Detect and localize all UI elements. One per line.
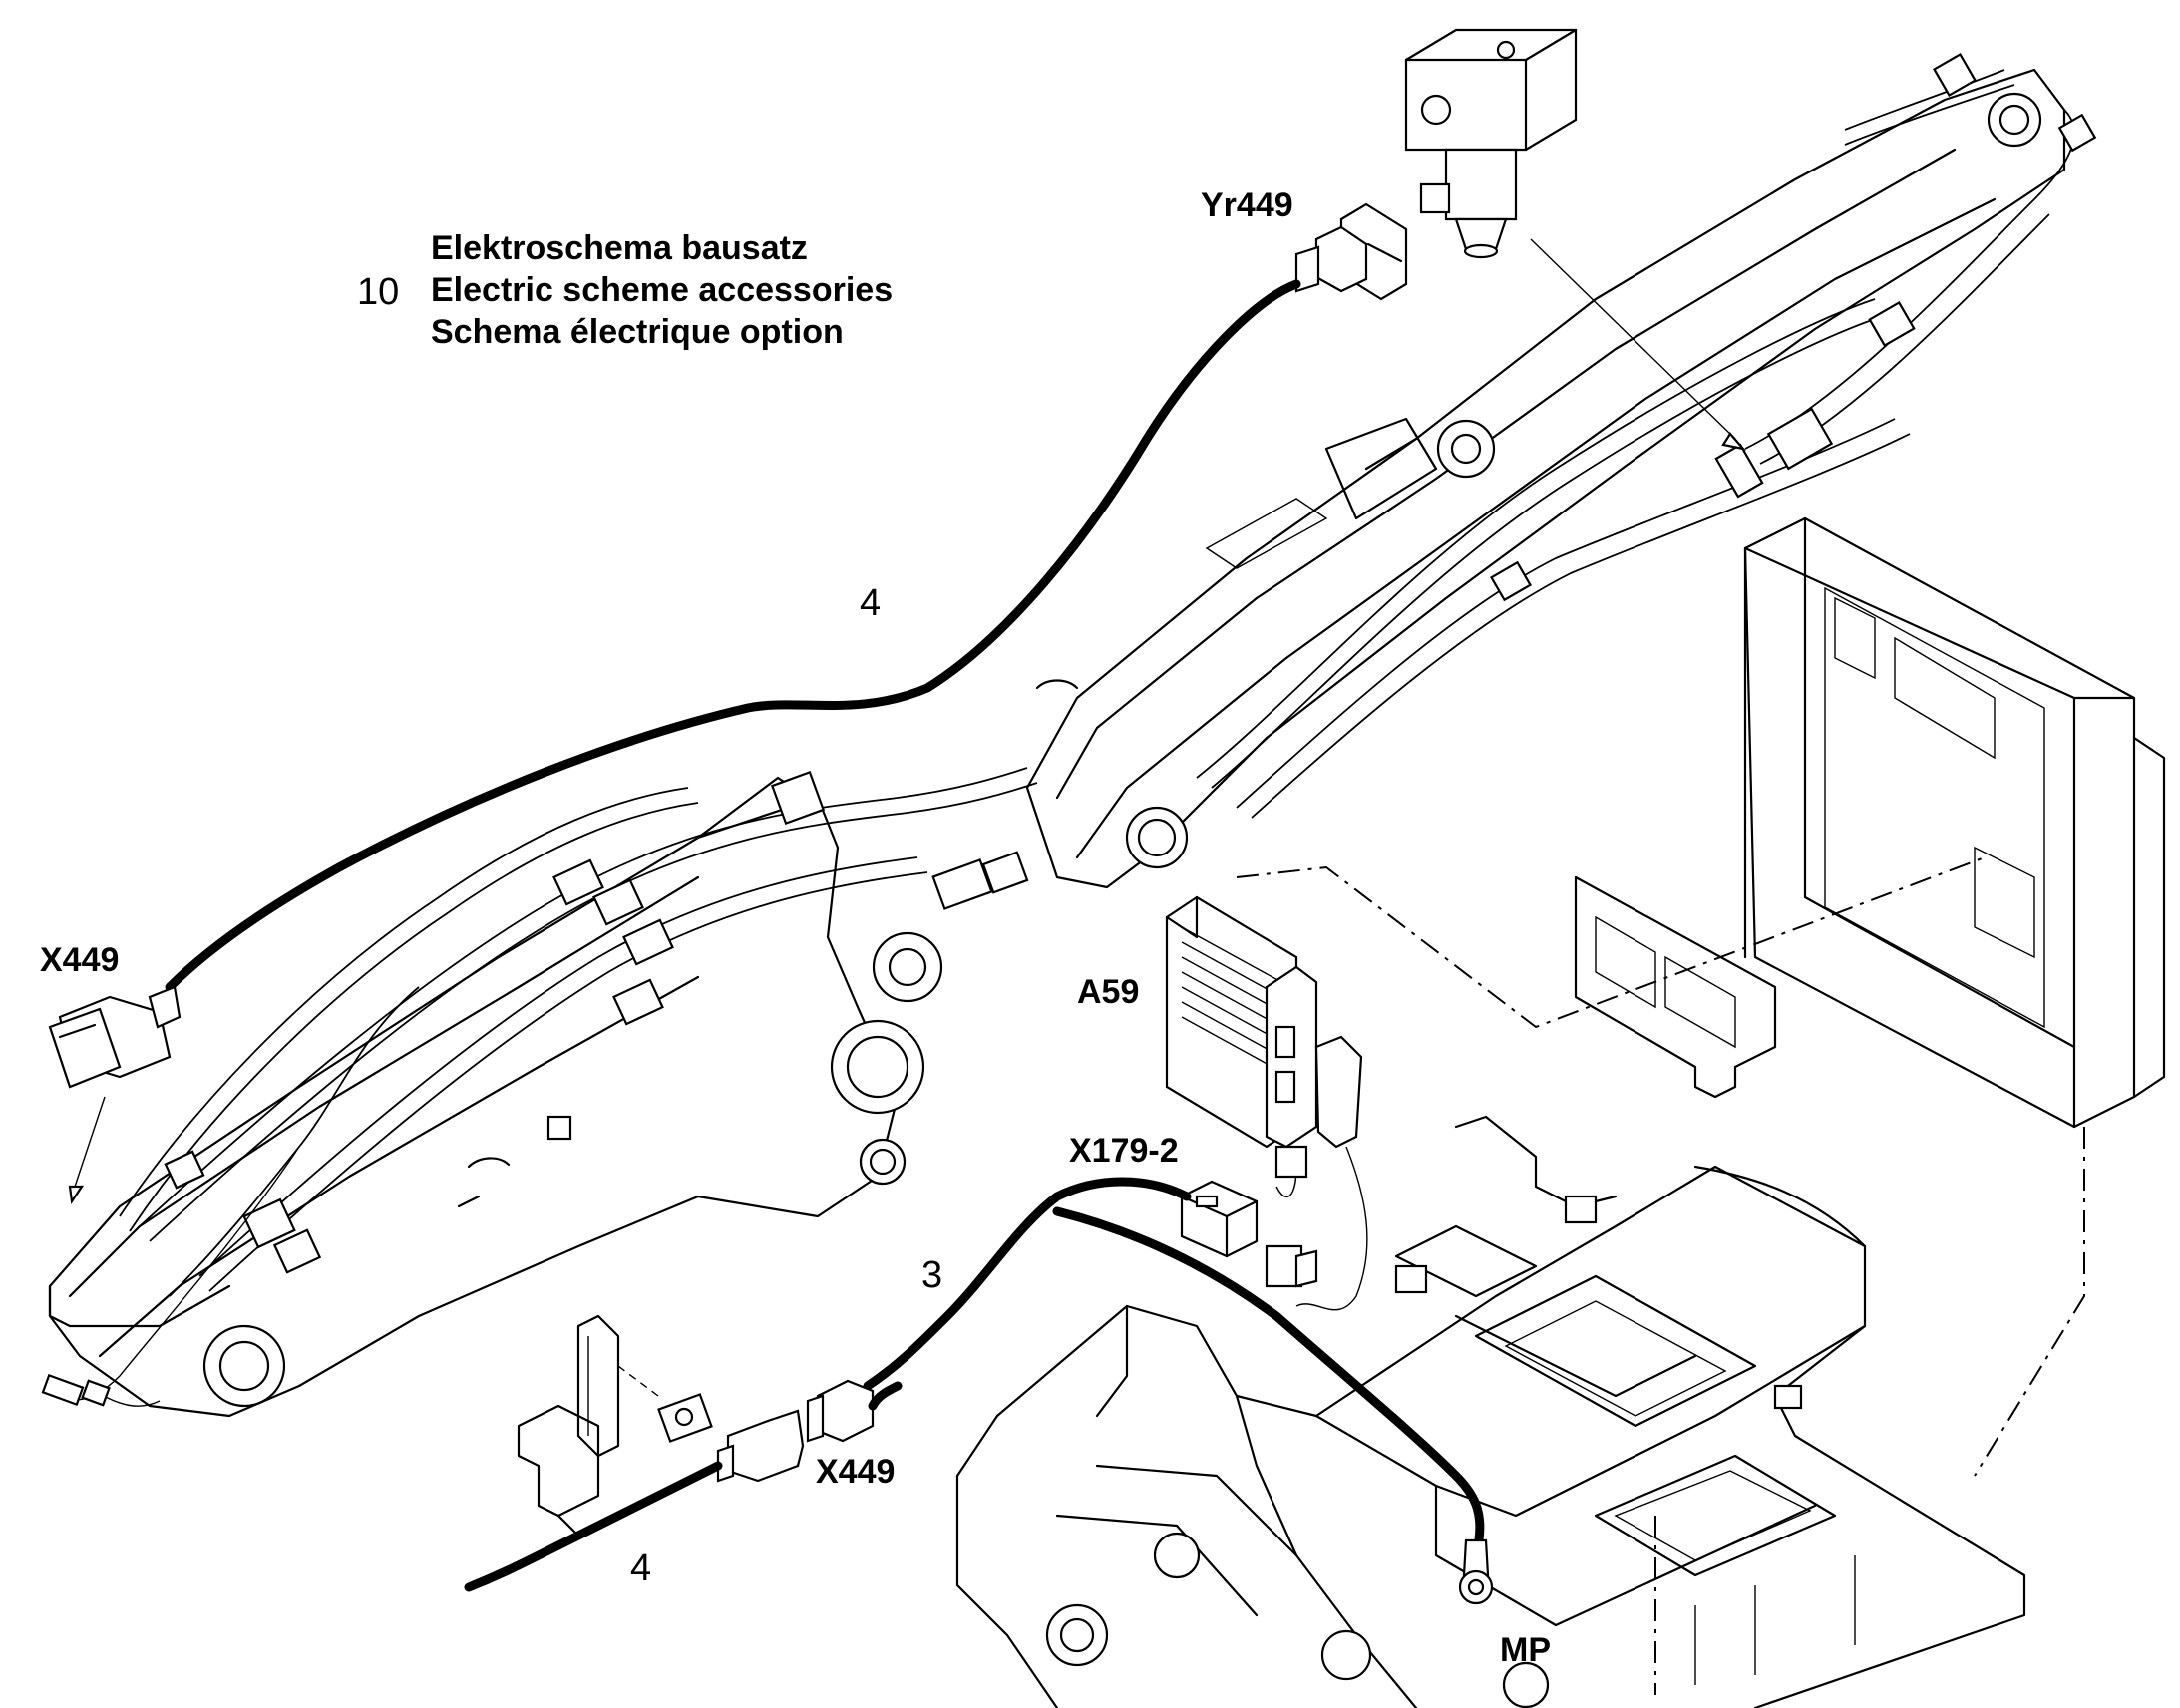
label-x449-left: X449 bbox=[40, 941, 120, 979]
cable-3-lower bbox=[868, 1381, 903, 1411]
cable-3-upper bbox=[863, 1177, 1192, 1391]
connector-x449-left bbox=[48, 985, 182, 1205]
label-x449-bottom: X449 bbox=[816, 1453, 896, 1491]
connector-yr449 bbox=[1294, 202, 1408, 301]
cable-mp bbox=[1052, 1206, 1485, 1560]
title-line-german: Elektroschema bausatz bbox=[431, 229, 808, 267]
connector-x179-2 bbox=[1180, 1180, 1259, 1258]
ring-terminal-mp bbox=[1458, 1538, 1494, 1605]
lower-arm bbox=[41, 767, 1038, 1418]
cabinet-frame bbox=[1236, 516, 2166, 1477]
mounting-bracket bbox=[517, 1314, 713, 1537]
valve-yr449 bbox=[1404, 28, 1746, 451]
title-line-english: Electric scheme accessories bbox=[431, 271, 894, 309]
connector-x449-bottom bbox=[716, 1379, 875, 1483]
callout-cable-bottom: 4 bbox=[630, 1547, 652, 1589]
callout-cable-mid: 3 bbox=[921, 1254, 943, 1296]
label-yr449: Yr449 bbox=[1201, 186, 1293, 224]
label-x179-2: X179-2 bbox=[1069, 1132, 1179, 1170]
label-a59: A59 bbox=[1077, 973, 1140, 1011]
undercarriage-frame bbox=[955, 1115, 2026, 1708]
upper-boom bbox=[1025, 53, 2097, 889]
callout-cable-top: 4 bbox=[860, 582, 882, 624]
label-mp: MP bbox=[1500, 1631, 1551, 1669]
cable-4-lower bbox=[464, 1461, 723, 1592]
title-line-french: Schema électrique option bbox=[431, 313, 844, 351]
cable-4-upper bbox=[165, 279, 1301, 992]
item-number: 10 bbox=[357, 271, 400, 313]
control-unit-a59 bbox=[1165, 895, 1368, 1311]
